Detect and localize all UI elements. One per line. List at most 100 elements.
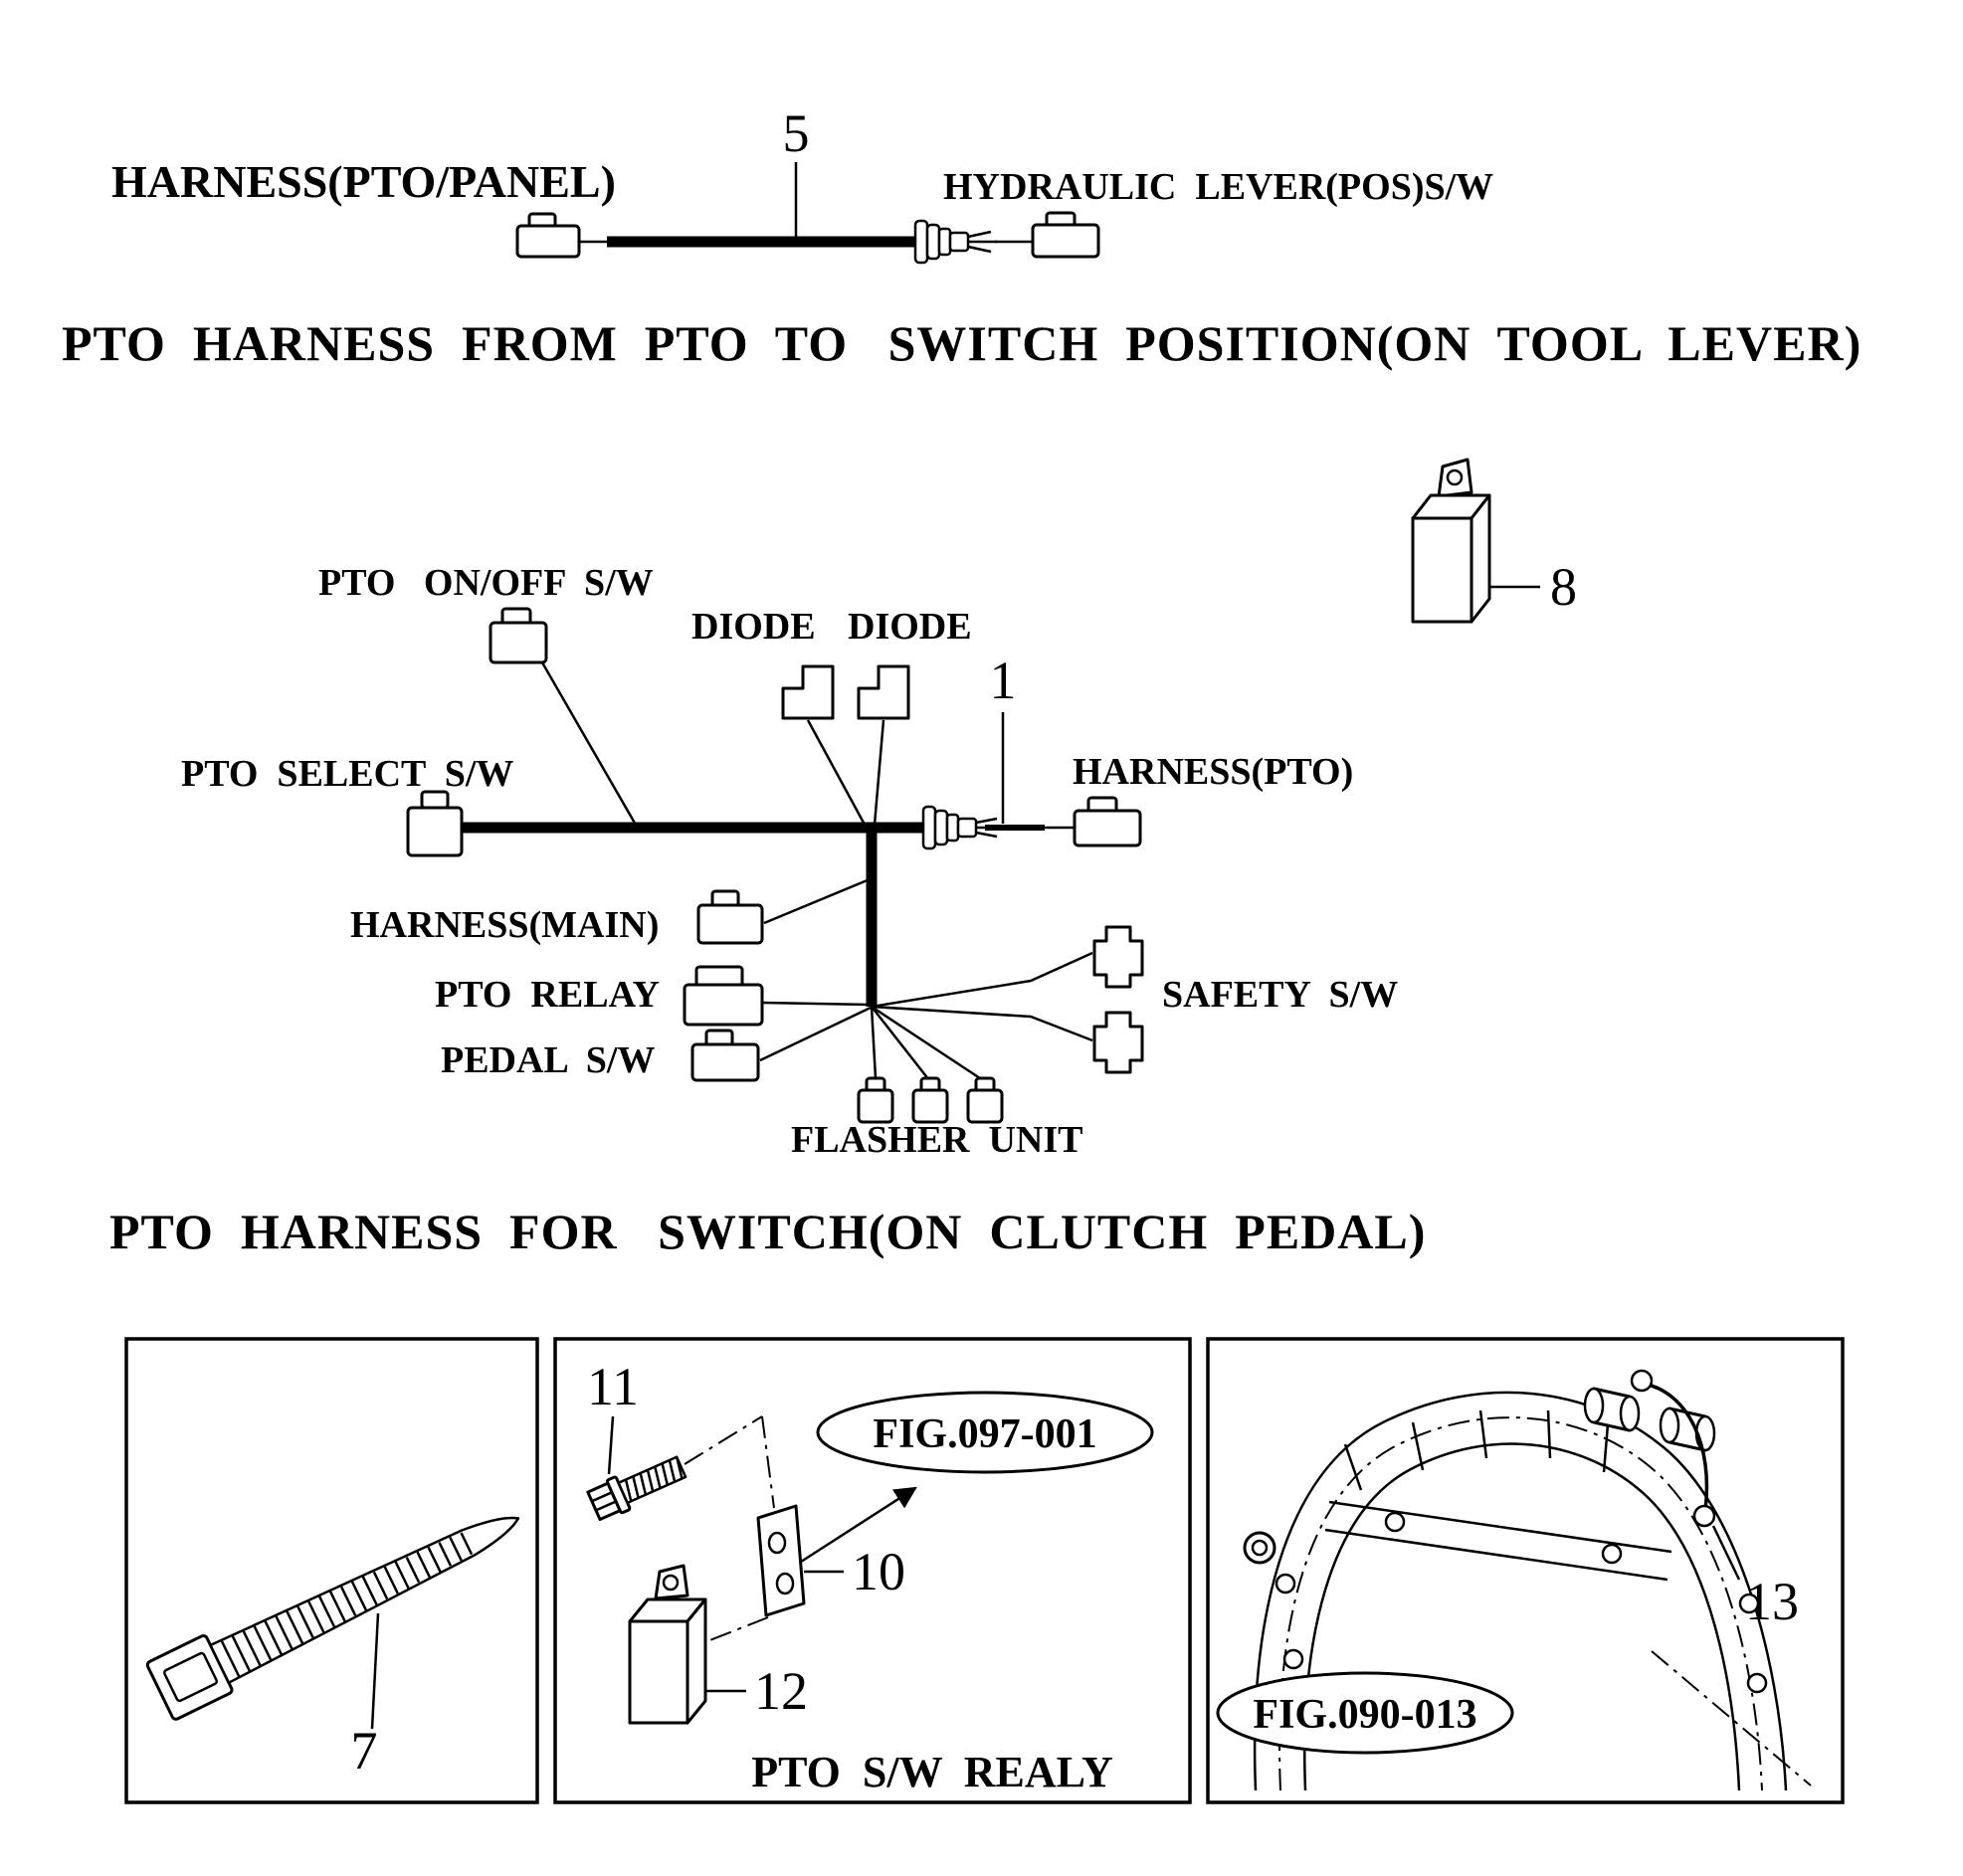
fig-097-arrow [797, 1486, 917, 1566]
frame-rungs [1343, 1409, 1610, 1491]
rops-frame-drawing [1243, 1387, 1812, 1791]
harness-pto-label: HARNESS(PTO) [1073, 751, 1353, 793]
part-number-12: 12 [754, 1661, 808, 1721]
top-right-connector-body [1031, 223, 1100, 259]
relay12-side [686, 1597, 707, 1725]
frame-panel: 13 FIG.090-013 [1206, 1337, 1845, 1804]
harness-pto-connector-body [1073, 809, 1142, 847]
part-7-leader-line [370, 1612, 380, 1730]
fig-097-label: FIG.097-001 [873, 1411, 1096, 1457]
pto-relay-label: PTO RELAY [435, 974, 660, 1016]
pto-relay-connector [683, 965, 764, 1027]
wire-13-ring-terminal-1 [1630, 1369, 1654, 1393]
harness-main-connector-body [696, 903, 764, 945]
cable-tie-panel: 7 [124, 1337, 539, 1804]
flasher-connector-2-body [911, 1088, 949, 1124]
pto-onoff-connector-body [489, 621, 548, 664]
grommet-ring-2 [925, 223, 941, 261]
part-number-10: 10 [852, 1542, 905, 1601]
harness-main-connector [696, 889, 764, 945]
pto-select-connector [406, 790, 464, 857]
bolt-drawing [586, 1455, 687, 1522]
bracket-drawing [756, 1504, 806, 1617]
grommet-pins [967, 230, 997, 254]
pto-select-label: PTO SELECT S/W [181, 753, 513, 795]
fig-097-oval [816, 1391, 1154, 1474]
pto-select-connector-tab [420, 790, 450, 810]
relay-panel-caption: PTO S/W REALY [751, 1748, 1113, 1796]
safety-sw-label: SAFETY S/W [1162, 974, 1398, 1016]
frame-inner-edge [1303, 1442, 1741, 1791]
frame-hole-2 [1282, 1648, 1304, 1670]
frame-boss-inner [1251, 1539, 1269, 1557]
frame-panel-border [1206, 1337, 1845, 1804]
trunk-grommet [921, 805, 1003, 850]
pedal-sw-connector [690, 1029, 760, 1082]
branch-wires [759, 951, 1093, 1082]
wire-13-cable [1647, 1383, 1709, 1511]
relay12-front [628, 1619, 689, 1725]
frame-cylinder-1-end-b [1619, 1395, 1641, 1432]
trunk-grommet-ring-2 [933, 809, 949, 846]
top-left-connector-body [515, 224, 581, 259]
harness-pto-connector [1073, 796, 1142, 847]
section1-title: PTO HARNESS FROM PTO TO SWITCH POSITION(… [62, 315, 1862, 371]
flasher-connector-2 [911, 1076, 949, 1124]
safety-sw-connector-2 [1092, 1011, 1144, 1074]
diode-connector-1 [781, 664, 835, 720]
relay12-drawing [628, 1564, 707, 1725]
frame-outer-edge [1253, 1391, 1788, 1791]
flasher-unit-label: FLASHER UNIT [791, 1119, 1083, 1161]
wire-13-ring-terminal-2 [1692, 1504, 1716, 1528]
flasher-connector-3-body [966, 1088, 1004, 1124]
grommet-ring-3 [937, 227, 952, 257]
diode-wires [806, 719, 885, 826]
frame-cylinder-1-end-a [1583, 1387, 1605, 1424]
relay-panel-border [553, 1337, 1192, 1804]
frame-hole-3 [1738, 1593, 1760, 1614]
flasher-connector-1-body [857, 1088, 894, 1124]
pto-onoff-wire [540, 661, 639, 828]
pto-onoff-label: PTO ON/OFF S/W [318, 562, 654, 604]
part-number-1: 1 [990, 651, 1017, 710]
diode-connector-2 [857, 664, 910, 720]
flasher-connector-1 [857, 1076, 894, 1124]
part-number-13: 13 [1745, 1572, 1799, 1631]
top-left-connector [515, 212, 581, 259]
top-right-connector [1031, 211, 1100, 259]
frame-centerline [1278, 1416, 1763, 1791]
top-cable-grommet [913, 219, 997, 265]
trunk-grommet-sleeve [956, 817, 978, 839]
section2-title: PTO HARNESS FOR SWITCH(ON CLUTCH PEDAL) [109, 1204, 1426, 1259]
frame-cylinder-2-end-a [1659, 1407, 1680, 1444]
pto-onoff-connector [489, 607, 548, 664]
pto-select-connector-body [406, 806, 464, 857]
fig-090-oval [1216, 1671, 1514, 1755]
frame-hole-5 [1384, 1511, 1406, 1533]
fig-090-label: FIG.090-013 [1253, 1692, 1476, 1738]
relay-mount-panel: 11 FIG.097-001 10 12 PTO S/W RE [553, 1337, 1192, 1804]
cable-tie-ribs [220, 1532, 474, 1678]
bracket-hole-1 [767, 1531, 787, 1555]
harness-main-wire [763, 877, 871, 925]
diode-left-label: DIODE [691, 606, 816, 648]
grommet-sleeve [948, 231, 970, 253]
frame-diagonal-axis [1651, 1650, 1812, 1786]
diode-right-label: DIODE [848, 606, 972, 648]
relay-part-8: 8 [1411, 458, 1577, 624]
bolt-head-facets [591, 1491, 617, 1512]
part-number-5: 5 [783, 103, 810, 163]
frame-hole-6 [1601, 1543, 1623, 1565]
cable-tie-drawing [145, 1516, 520, 1721]
relay12-tab-hole [662, 1574, 680, 1592]
bracket-hole-2 [775, 1572, 795, 1595]
bracket-plate [756, 1504, 806, 1617]
pedal-sw-connector-body [690, 1042, 760, 1082]
part-number-7: 7 [351, 1721, 378, 1781]
harness-trunk [460, 822, 925, 1007]
relay8-tab-hole [1446, 469, 1464, 486]
top-harness-assembly: 5 HARNESS(PTO/PANEL) HYDRAULIC LEVER(POS… [111, 103, 1493, 265]
harness-main-label: HARNESS(MAIN) [350, 904, 659, 946]
